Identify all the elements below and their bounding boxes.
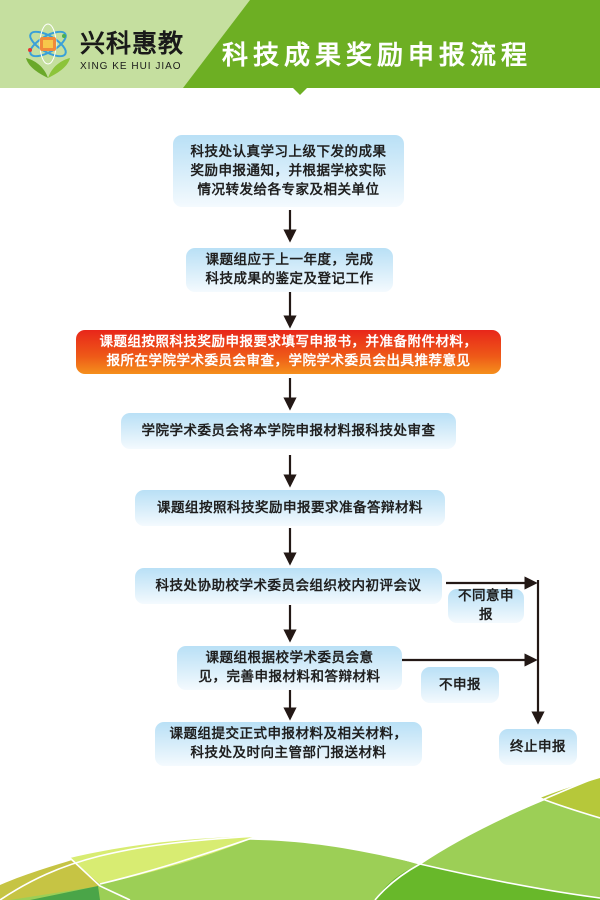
brand-name: 兴科惠教: [80, 29, 185, 58]
flow-step-4: 学院学术委员会将本学院申报材料报科技处审查: [121, 413, 456, 449]
flow-step-8: 课题组提交正式申报材料及相关材料， 科技处及时向主管部门报送材料: [155, 722, 422, 766]
flow-step-2: 课题组应于上一年度，完成 科技成果的鉴定及登记工作: [186, 248, 393, 292]
step-1-text: 科技处认真学习上级下发的成果 奖励申报通知，并根据学校实际 情况转发给各专家及相…: [190, 143, 387, 198]
terminate-text: 终止申报: [510, 738, 566, 755]
branch-reject-label: 不同意申报: [448, 588, 524, 623]
flow-step-1: 科技处认真学习上级下发的成果 奖励申报通知，并根据学校实际 情况转发给各专家及相…: [173, 135, 404, 207]
not-apply-text: 不申报: [439, 676, 481, 693]
flow-step-5: 课题组按照科技奖励申报要求准备答辩材料: [135, 490, 445, 526]
brand-pinyin: XING KE HUI JIAO: [80, 61, 182, 72]
green-hills-decoration: [0, 775, 600, 900]
page-title: 科技成果奖励申报流程: [222, 41, 533, 71]
step-2-text: 课题组应于上一年度，完成 科技成果的鉴定及登记工作: [205, 252, 374, 287]
step-5-text: 课题组按照科技奖励申报要求准备答辩材料: [157, 499, 423, 516]
flow-step-3-highlighted: 课题组按照科技奖励申报要求填写申报书，并准备附件材料， 报所在学院学术委员会审查…: [76, 330, 501, 374]
flow-step-7: 课题组根据校学术委员会意 见，完善申报材料和答辩材料: [177, 646, 402, 690]
flow-step-6: 科技处协助校学术委员会组织校内初评会议: [135, 568, 442, 604]
step-8-text: 课题组提交正式申报材料及相关材料， 科技处及时向主管部门报送材料: [169, 726, 408, 761]
title-band: [183, 0, 600, 88]
step-6-text: 科技处协助校学术委员会组织校内初评会议: [155, 577, 422, 594]
branch-not-apply-label: 不申报: [421, 667, 499, 703]
title-notch: [293, 88, 307, 95]
step-3-text: 课题组按照科技奖励申报要求填写申报书，并准备附件材料， 报所在学院学术委员会审查…: [99, 334, 478, 369]
terminate-box: 终止申报: [499, 729, 577, 765]
step-7-text: 课题组根据校学术委员会意 见，完善申报材料和答辩材料: [198, 650, 381, 685]
step-4-text: 学院学术委员会将本学院申报材料报科技处审查: [141, 422, 436, 439]
atom-flower-logo-icon: [26, 23, 70, 78]
reject-text: 不同意申报: [458, 588, 514, 623]
